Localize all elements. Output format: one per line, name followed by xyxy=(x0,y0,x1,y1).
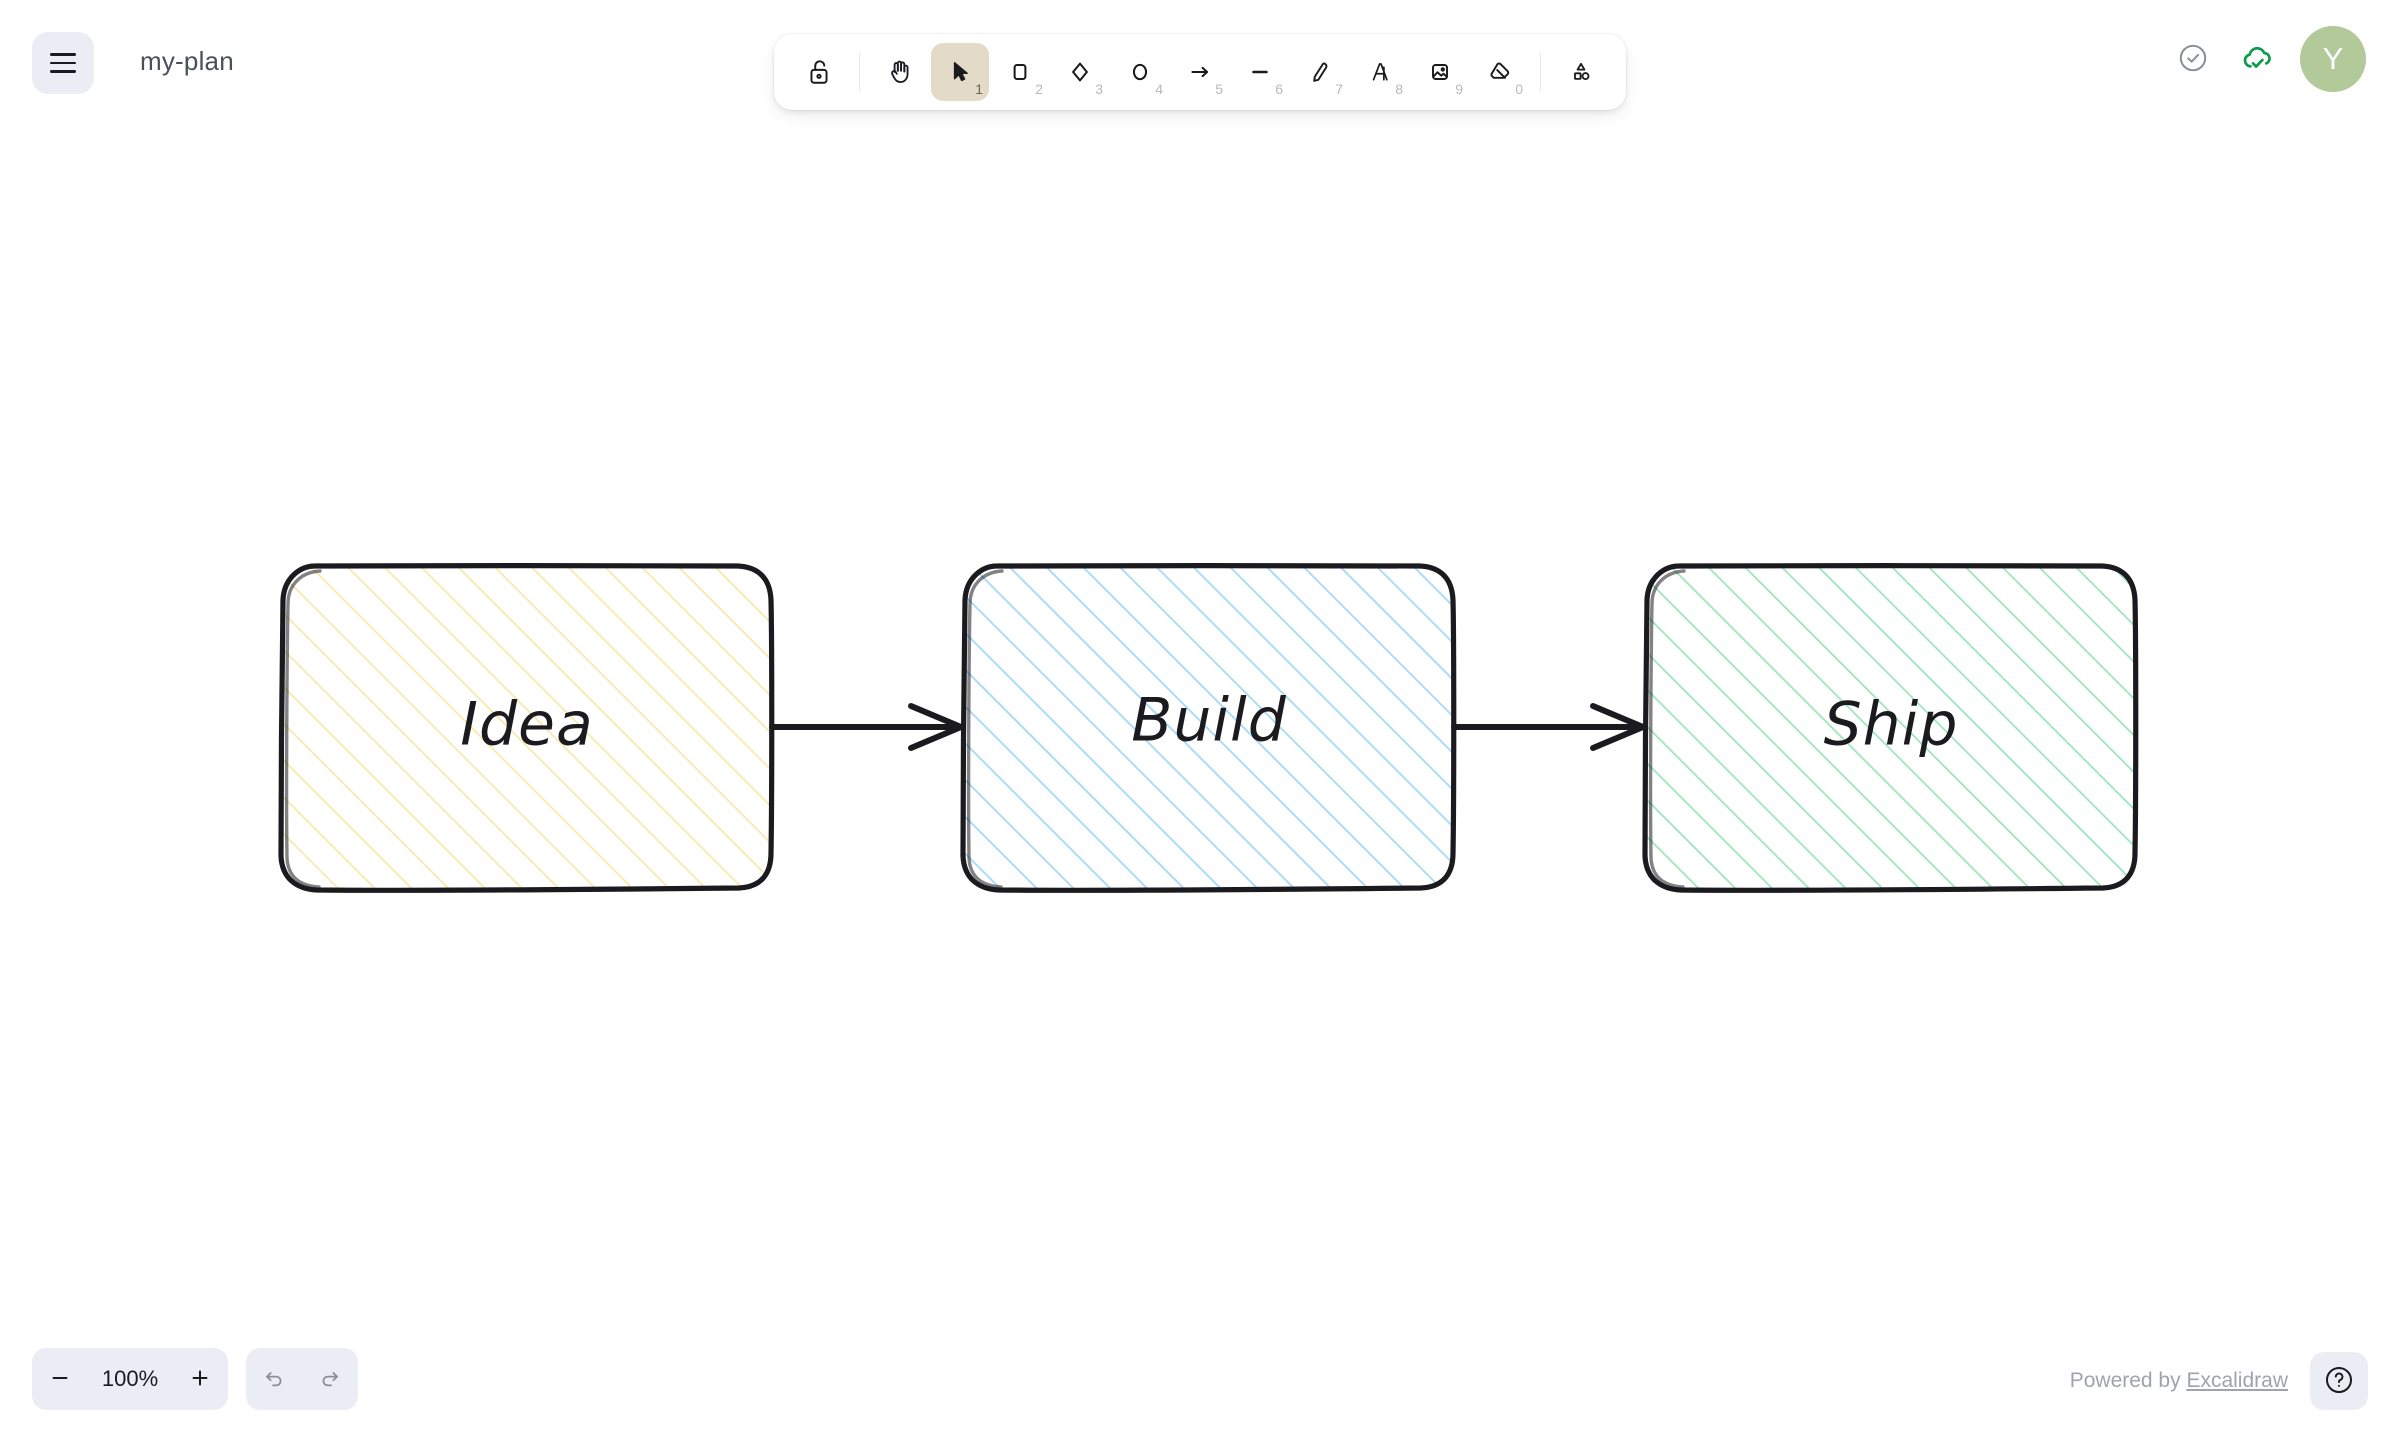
diamond-tool-shortcut: 3 xyxy=(1095,81,1103,97)
top-right-controls: Y xyxy=(2172,26,2366,92)
zoom-level-value[interactable]: 100% xyxy=(101,1366,159,1391)
undo-icon xyxy=(262,1366,286,1393)
minus-icon xyxy=(48,1366,72,1393)
rectangle-icon xyxy=(1007,58,1033,86)
diagram-node-build[interactable]: Build xyxy=(960,562,1457,893)
unlock-icon xyxy=(806,58,832,86)
toolbar-divider-left xyxy=(859,53,860,91)
user-avatar[interactable]: Y xyxy=(2300,26,2366,92)
diamond-tool-button[interactable]: 3 xyxy=(1051,43,1109,101)
eraser-tool-button[interactable]: 0 xyxy=(1471,43,1529,101)
verify-status-button[interactable] xyxy=(2172,38,2214,80)
text-tool-button[interactable]: 8 xyxy=(1351,43,1409,101)
line-tool-shortcut: 6 xyxy=(1275,81,1283,97)
image-tool-button[interactable]: 9 xyxy=(1411,43,1469,101)
diagram-node-ship[interactable]: Ship xyxy=(1642,562,2139,893)
main-menu-button[interactable] xyxy=(32,32,94,94)
line-tool-button[interactable]: 6 xyxy=(1231,43,1289,101)
diagram-arrow-idea-build[interactable] xyxy=(769,703,964,751)
ellipse-tool-button[interactable]: 4 xyxy=(1111,43,1169,101)
node-label-idea: Idea xyxy=(460,690,593,760)
text-tool-shortcut: 8 xyxy=(1395,81,1403,97)
image-tool-shortcut: 9 xyxy=(1455,81,1463,97)
history-control-group xyxy=(246,1348,358,1410)
hamburger-menu-icon xyxy=(50,53,76,73)
diagram-arrow-build-ship[interactable] xyxy=(1451,703,1646,751)
cursor-icon xyxy=(947,58,973,86)
redo-button[interactable] xyxy=(302,1348,358,1410)
shapes-icon xyxy=(1568,58,1594,86)
toolbar-divider-right xyxy=(1540,53,1541,91)
hand-icon xyxy=(887,58,913,86)
diamond-icon xyxy=(1067,58,1093,86)
pencil-icon xyxy=(1307,58,1333,86)
line-icon xyxy=(1247,58,1273,86)
question-mark-icon xyxy=(2323,1364,2355,1399)
text-a-icon xyxy=(1367,58,1393,86)
eraser-tool-shortcut: 0 xyxy=(1515,81,1523,97)
plus-icon xyxy=(188,1366,212,1393)
ellipse-tool-shortcut: 4 xyxy=(1155,81,1163,97)
excalidraw-link[interactable]: Excalidraw xyxy=(2186,1369,2288,1392)
powered-by-text: Powered by Excalidraw xyxy=(2070,1369,2288,1393)
arrow-icon xyxy=(1187,58,1213,86)
help-button[interactable] xyxy=(2310,1352,2368,1410)
draw-tool-button[interactable]: 7 xyxy=(1291,43,1349,101)
rectangle-tool-button[interactable]: 2 xyxy=(991,43,1049,101)
zoom-out-button[interactable] xyxy=(32,1348,88,1410)
draw-tool-shortcut: 7 xyxy=(1335,81,1343,97)
diagram-node-idea[interactable]: Idea xyxy=(278,562,775,893)
tool-toolbar: 1 2 3 4 xyxy=(774,34,1626,110)
shapes-library-button[interactable] xyxy=(1552,43,1610,101)
node-label-build: Build xyxy=(1131,686,1287,756)
zoom-in-button[interactable] xyxy=(172,1348,228,1410)
node-label-ship: Ship xyxy=(1824,690,1959,760)
bottom-left-controls: 100% xyxy=(32,1348,358,1410)
circle-check-icon xyxy=(2176,41,2210,78)
save-status-button[interactable] xyxy=(2236,38,2278,80)
bottom-right-controls: Powered by Excalidraw xyxy=(2070,1352,2368,1410)
undo-button[interactable] xyxy=(246,1348,302,1410)
hand-tool-button[interactable] xyxy=(871,43,929,101)
powered-by-prefix: Powered by xyxy=(2069,1369,2187,1392)
ellipse-icon xyxy=(1127,58,1153,86)
arrow-tool-button[interactable]: 5 xyxy=(1171,43,1229,101)
eraser-icon xyxy=(1487,58,1513,86)
document-title: my-plan xyxy=(140,46,234,76)
image-icon xyxy=(1427,58,1453,86)
selection-tool-shortcut: 1 xyxy=(975,81,983,97)
lock-tool-button[interactable] xyxy=(790,43,848,101)
rectangle-tool-shortcut: 2 xyxy=(1035,81,1043,97)
arrow-tool-shortcut: 5 xyxy=(1215,81,1223,97)
cloud-saved-icon xyxy=(2239,40,2275,79)
zoom-control-group: 100% xyxy=(32,1348,228,1410)
selection-tool-button[interactable]: 1 xyxy=(931,43,989,101)
redo-icon xyxy=(318,1366,342,1393)
